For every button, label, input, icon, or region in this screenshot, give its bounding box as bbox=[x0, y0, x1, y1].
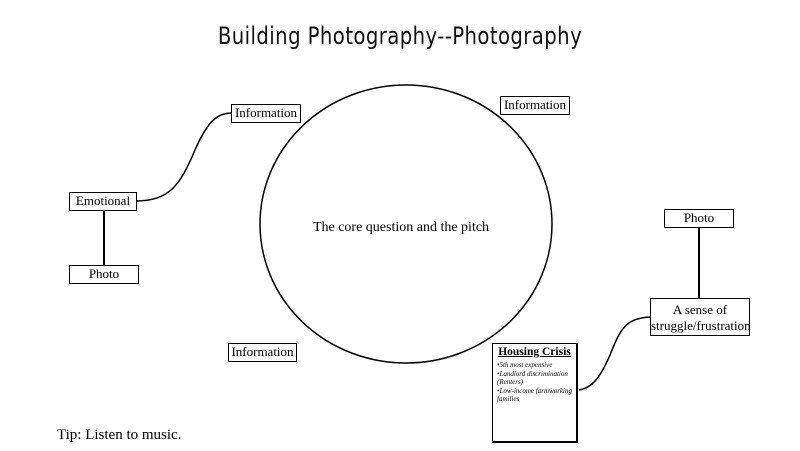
node-information-left: Information bbox=[231, 104, 301, 123]
connector-struggle-crisis bbox=[578, 316, 652, 391]
node-photo-left: Photo bbox=[69, 265, 139, 284]
core-circle bbox=[259, 84, 553, 364]
housing-crisis-box: Housing Crisis •5th most expensive •Land… bbox=[492, 343, 578, 443]
list-item: •Landlord discrimination (Renters) bbox=[497, 369, 568, 387]
node-emotional: Emotional bbox=[69, 192, 137, 211]
list-item: •5th most expensive bbox=[497, 361, 553, 369]
list-item: •Low-income farmworking families bbox=[497, 386, 572, 404]
node-photo-right: Photo bbox=[664, 209, 734, 228]
page-title: Building Photography--Photography bbox=[217, 22, 583, 50]
node-information-bottom: Information bbox=[228, 343, 297, 362]
node-struggle: A sense of struggle/frustration bbox=[650, 298, 751, 336]
housing-crisis-title: Housing Crisis bbox=[498, 346, 571, 358]
tip-text: Tip: Listen to music. bbox=[57, 427, 182, 443]
node-information-right: Information bbox=[500, 96, 570, 115]
connector-emotional-information bbox=[134, 112, 233, 202]
housing-crisis-list: •5th most expensive •Landlord discrimina… bbox=[497, 361, 572, 404]
core-question-label: The core question and the pitch bbox=[312, 220, 490, 235]
